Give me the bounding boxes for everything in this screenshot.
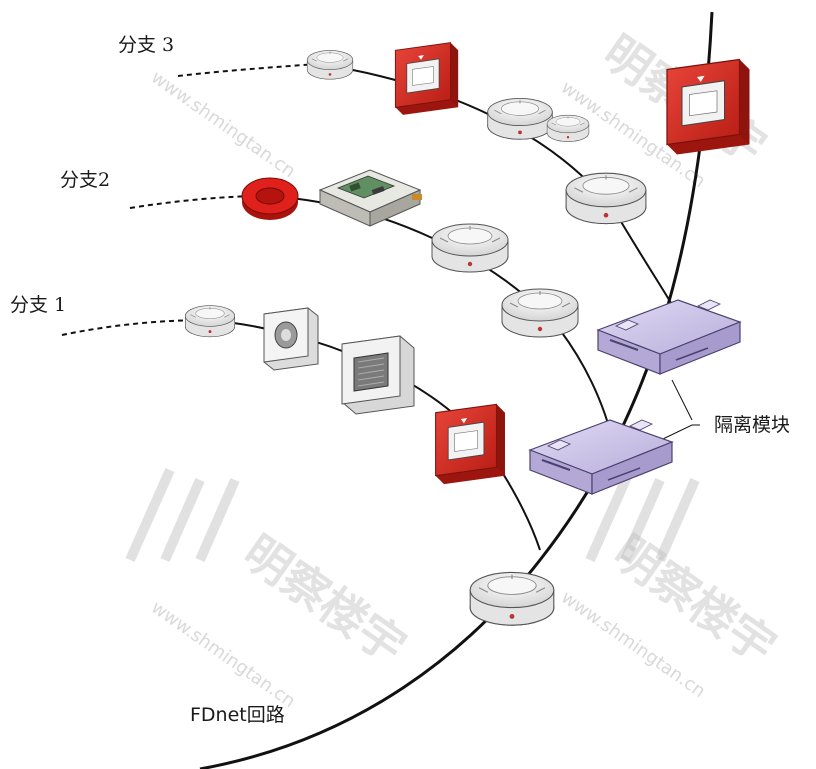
smoke-detector-icon — [469, 571, 555, 626]
smoke-detector-icon — [501, 288, 579, 338]
watermark-url: www.shmingtan.cn — [147, 597, 299, 712]
watermark-logo-icon — [125, 467, 700, 563]
small-detector-icon — [263, 307, 319, 371]
watermark — [125, 467, 700, 563]
manual-call-point-icon — [394, 42, 459, 116]
label-fdnet-loop: FDnet回路 — [190, 704, 285, 726]
isolation-module-icon — [529, 419, 673, 495]
manual-call-point-icon — [666, 58, 751, 156]
smoke-detector-icon — [565, 172, 647, 225]
watermark-brand: 明察楼宇 — [234, 525, 416, 675]
label-branch-3: 分支 3 — [118, 34, 175, 56]
smoke-detector-icon — [306, 50, 354, 80]
label-branch-1: 分支 1 — [10, 294, 67, 316]
watermark-url: www.shmingtan.cn — [147, 67, 299, 182]
smoke-detector-icon — [184, 305, 236, 338]
manual-call-point-icon — [435, 403, 506, 485]
beam-detector-icon — [341, 335, 415, 415]
smoke-detector-icon — [546, 114, 590, 142]
label-branch-2: 分支2 — [60, 169, 111, 191]
circuit-module-icon — [318, 169, 422, 227]
fdnet-loop-line — [199, 11, 714, 769]
isolation-module-icon — [597, 299, 741, 375]
smoke-detector-icon — [431, 223, 509, 273]
branch-3-dashed-line — [177, 63, 319, 77]
sounder-icon — [241, 177, 299, 220]
smoke-detector-icon — [487, 97, 553, 140]
label-isolation-module: 隔离模块 — [714, 414, 791, 436]
